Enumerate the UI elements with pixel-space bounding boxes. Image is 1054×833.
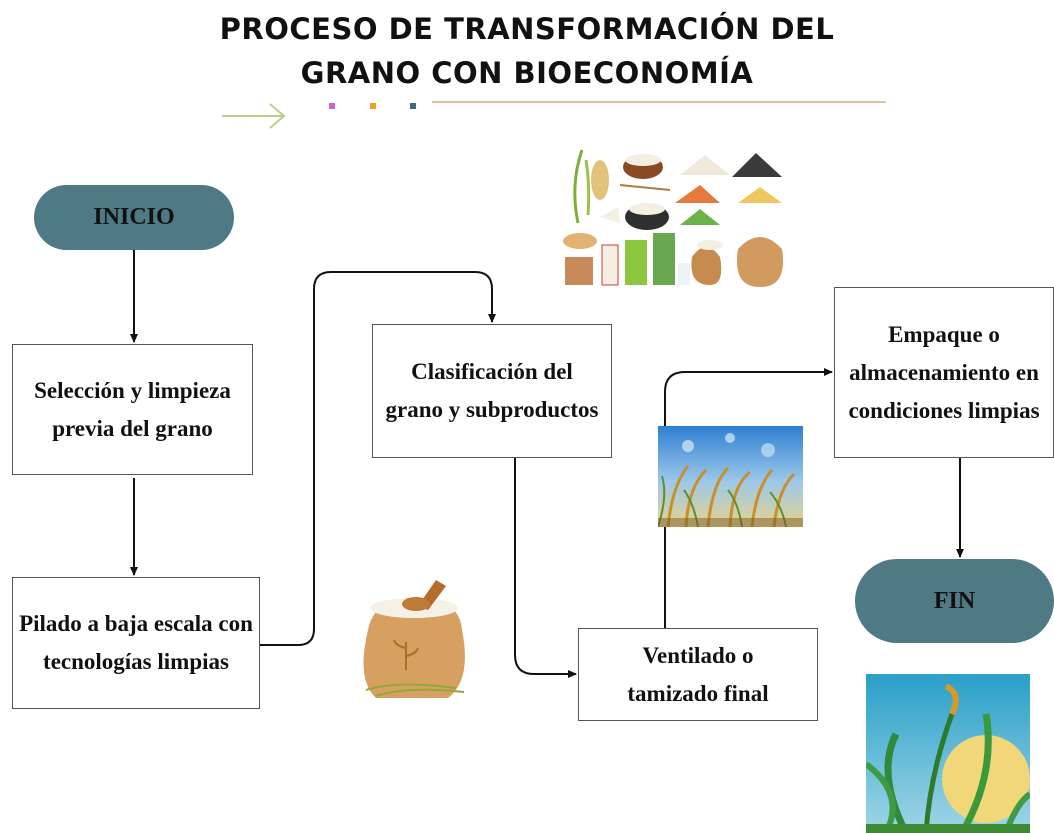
- rice-plant-illustration: [866, 674, 1030, 833]
- dot-pink: [329, 103, 335, 109]
- step-seleccion: Selección y limpieza previa del grano: [12, 344, 253, 475]
- title-line-2: GRANO CON BIOECONOMÍA: [300, 56, 754, 90]
- start-terminal: INICIO: [34, 185, 234, 250]
- step-empaque: Empaque o almacenamiento en condiciones …: [834, 287, 1054, 458]
- step-pilado: Pilado a baja escala con tecnologías lim…: [12, 577, 260, 709]
- rice-field-illustration: [658, 426, 803, 527]
- connector-step2-step3: [260, 271, 496, 646]
- step-clasificacion: Clasificación del grano y subproductos: [372, 324, 612, 458]
- connector-step3-step4: [514, 458, 577, 678]
- grain-products-illustration: [563, 149, 784, 287]
- dot-orange: [370, 103, 376, 109]
- rice-sack-illustration: [363, 580, 465, 698]
- end-terminal: FIN: [855, 559, 1054, 643]
- connector-step4-step5: [664, 368, 833, 628]
- arrow-right-icon: [222, 103, 286, 129]
- header-decoration: [222, 101, 886, 129]
- dot-teal: [410, 103, 416, 109]
- title-line-1: PROCESO DE TRANSFORMACIÓN DEL: [219, 12, 835, 46]
- step-ventilado: Ventilado o tamizado final: [578, 628, 818, 721]
